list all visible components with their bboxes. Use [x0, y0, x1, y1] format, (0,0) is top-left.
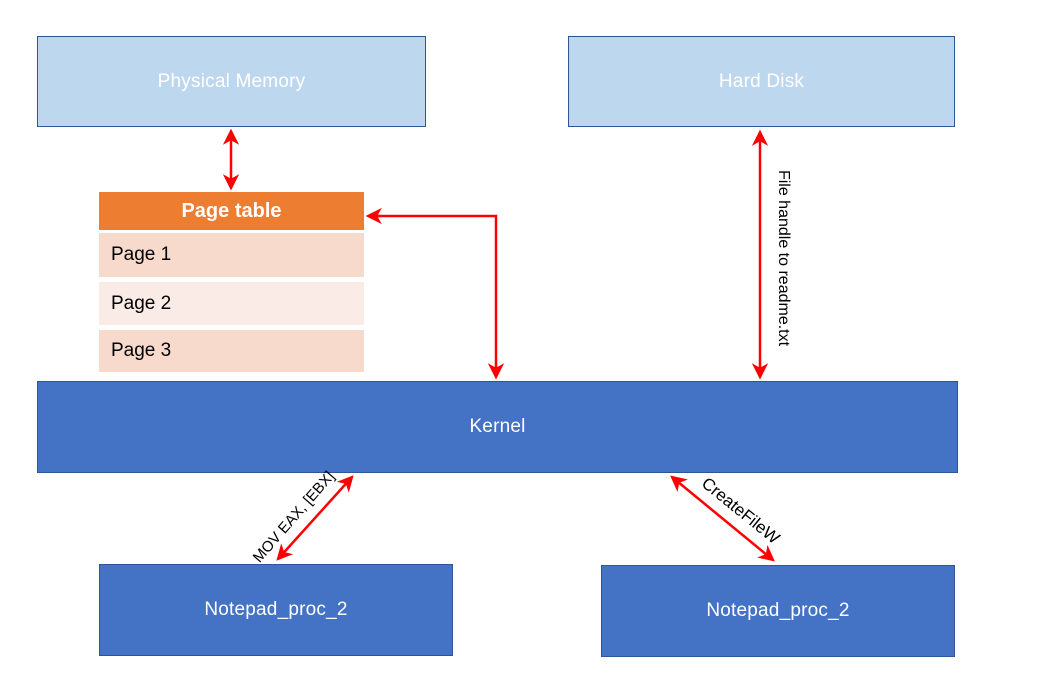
- hard-disk-label: Hard Disk: [718, 70, 805, 92]
- page-table-header: Page table: [99, 192, 364, 230]
- hard-disk-box: Hard Disk: [568, 36, 955, 127]
- arrow-pagetable-kernel-elbow: [365, 207, 505, 380]
- notepad-process-left-box: Notepad_proc_2: [99, 564, 453, 656]
- edge-label-mov-instruction: MOV EAX, [EBX]: [249, 468, 339, 567]
- page-table-row-2: Page 2: [99, 282, 364, 325]
- page-table-row-2-label: Page 2: [111, 292, 172, 314]
- page-table-row-3-label: Page 3: [111, 340, 172, 361]
- notepad-process-right-label: Notepad_proc_2: [706, 600, 850, 621]
- notepad-process-right-box: Notepad_proc_2: [601, 565, 955, 657]
- page-table-row-3: Page 3: [99, 330, 364, 372]
- physical-memory-label: Physical Memory: [157, 70, 306, 92]
- edge-label-file-handle: File handle to readme.txt: [775, 169, 792, 347]
- page-table-row-1-label: Page 1: [111, 244, 172, 265]
- kernel-label: Kernel: [469, 416, 526, 437]
- kernel-box: Kernel: [37, 381, 958, 473]
- notepad-process-left-label: Notepad_proc_2: [204, 599, 348, 620]
- page-table-header-label: Page table: [181, 199, 282, 222]
- physical-memory-box: Physical Memory: [37, 36, 426, 127]
- page-table-row-1: Page 1: [99, 233, 364, 277]
